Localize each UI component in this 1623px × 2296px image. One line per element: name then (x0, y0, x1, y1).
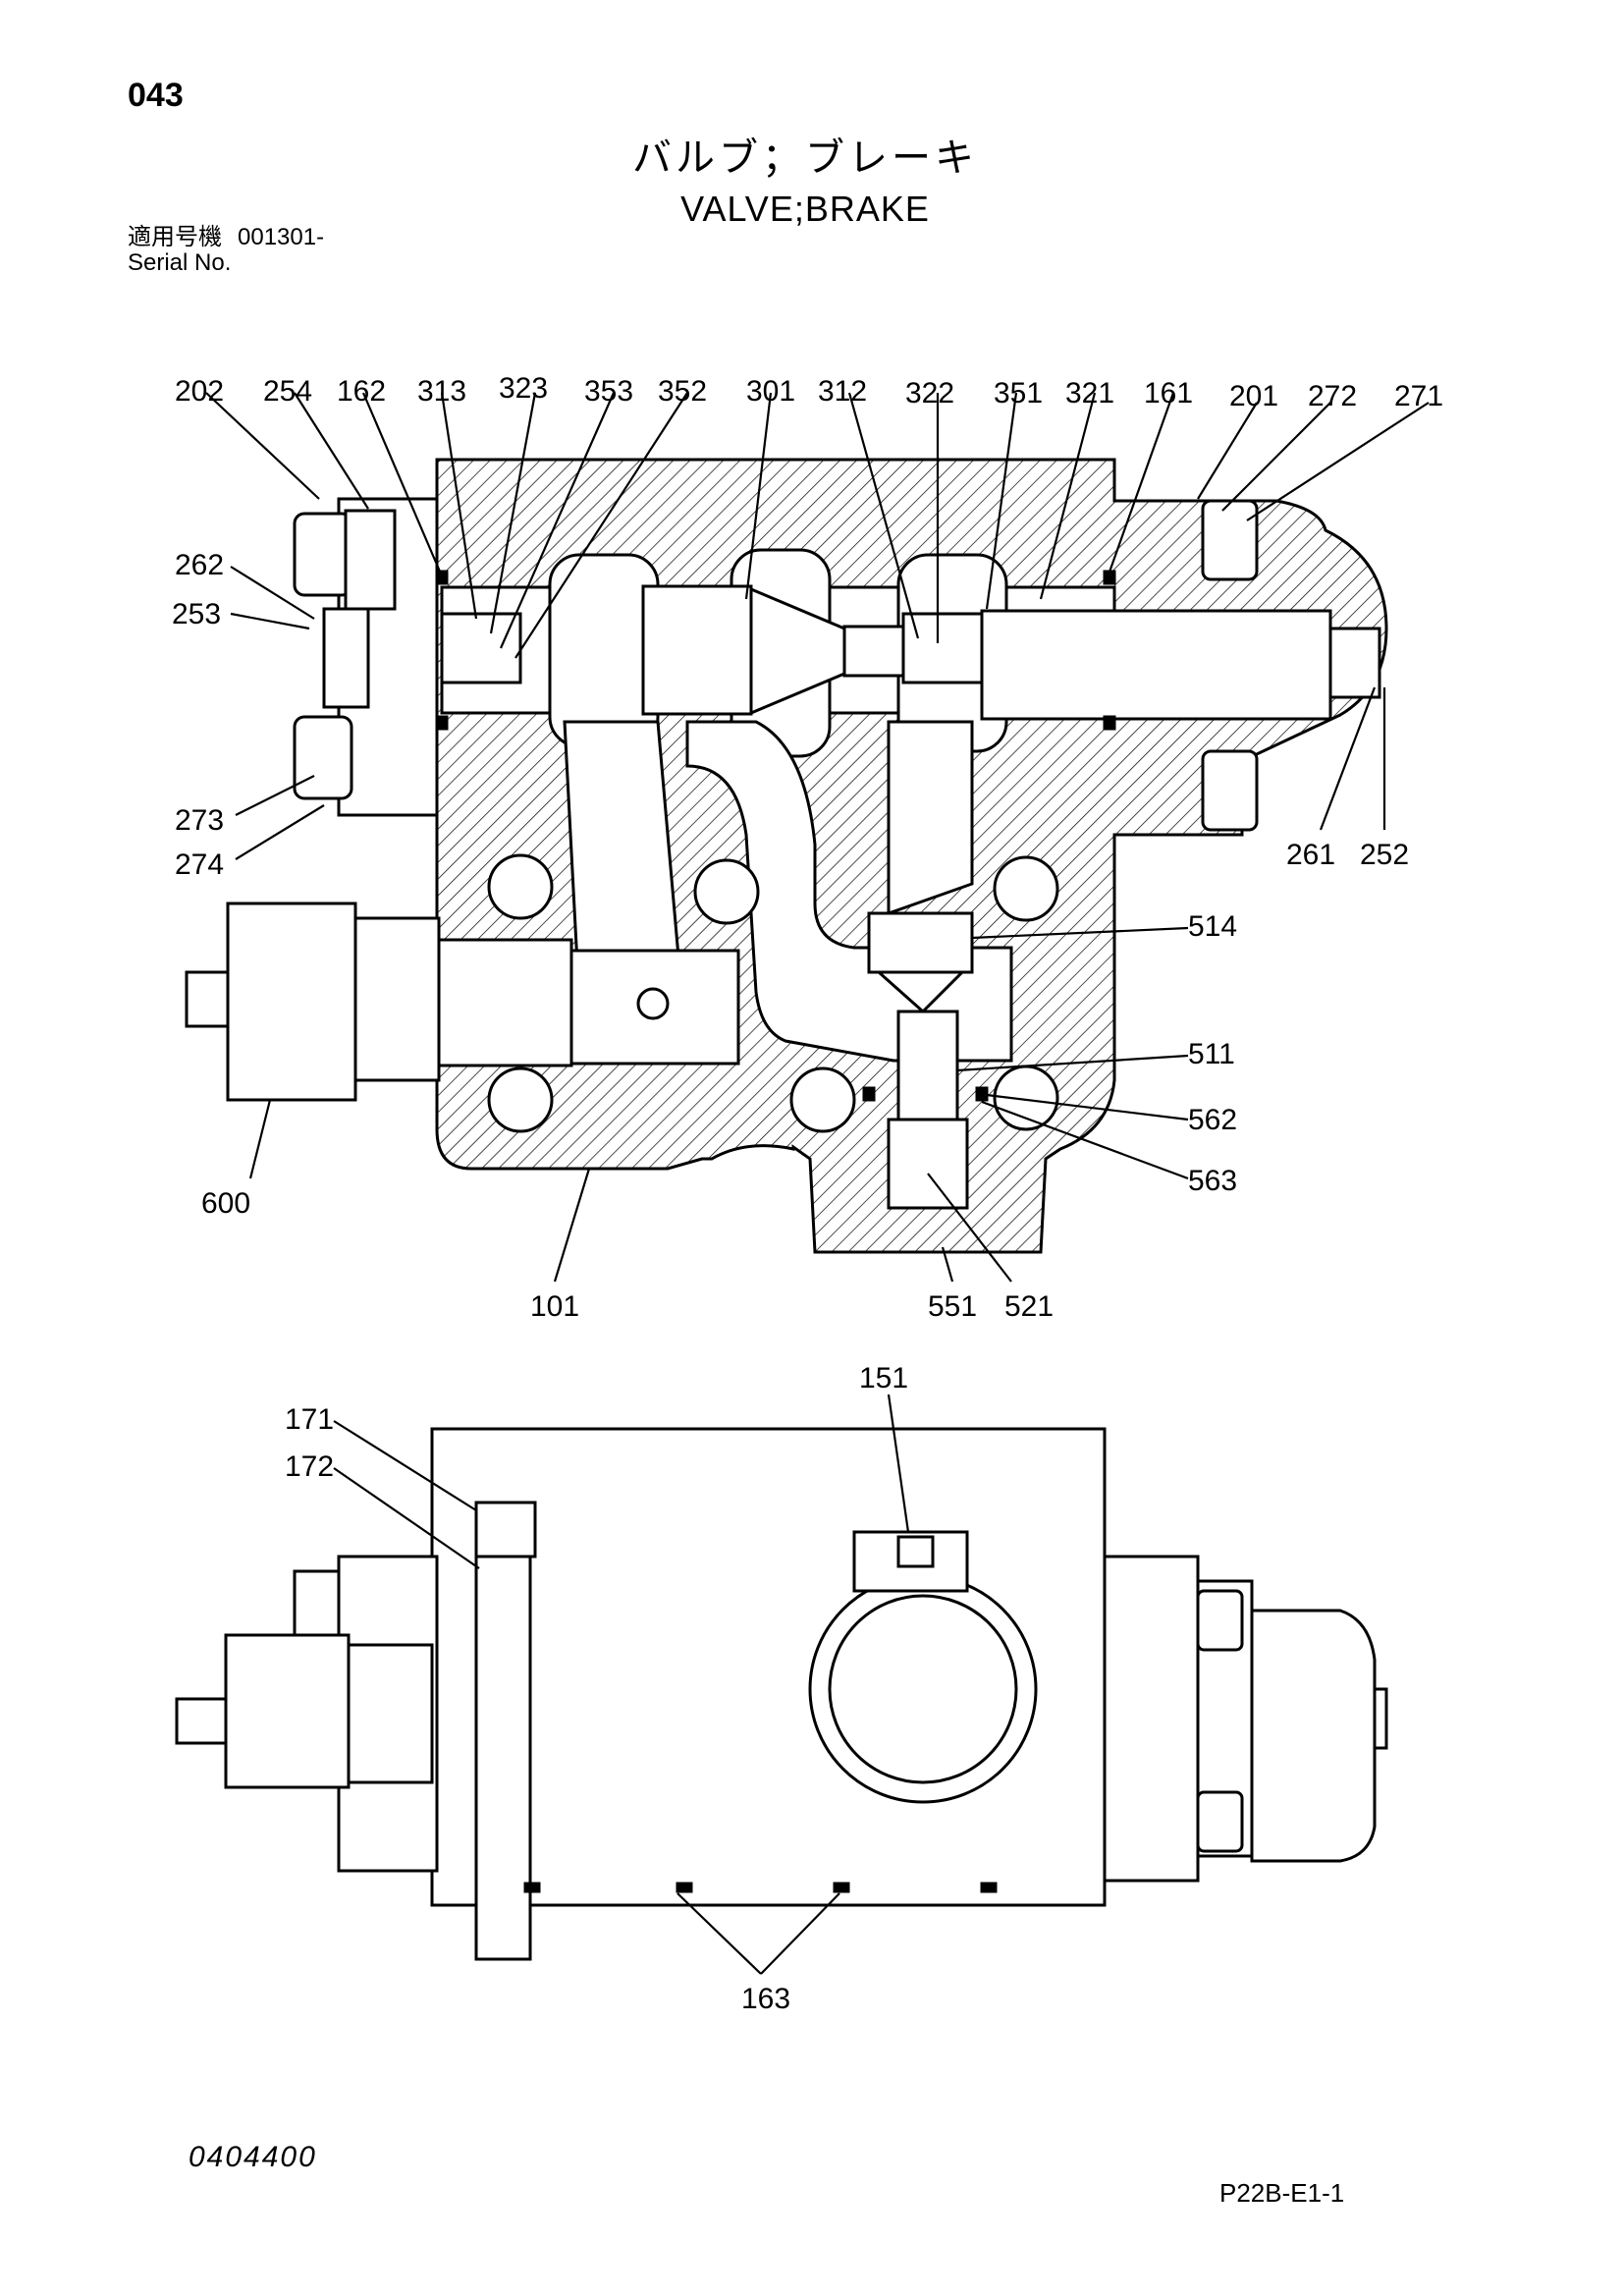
doc-number: 0404400 (189, 2141, 317, 2173)
callout-272: 272 (1308, 380, 1357, 412)
solenoid-external (224, 1633, 351, 1789)
callout-271: 271 (1394, 380, 1443, 412)
callout-273: 273 (175, 804, 224, 837)
callout-551: 551 (928, 1290, 977, 1323)
callout-252: 252 (1360, 839, 1409, 871)
callout-274: 274 (175, 848, 224, 881)
callout-202: 202 (175, 375, 224, 408)
title-english: VALVE;BRAKE (680, 189, 930, 229)
callout-262: 262 (175, 549, 224, 581)
solenoid-body (226, 902, 357, 1102)
callout-312: 312 (818, 375, 867, 408)
title-block: バルブ；ブレーキ VALVE;BRAKE (550, 126, 1060, 230)
check-poppet (867, 911, 974, 974)
right-piston (980, 609, 1332, 721)
callout-172: 172 (285, 1450, 334, 1483)
callout-253: 253 (172, 598, 221, 630)
callout-313: 313 (417, 375, 466, 408)
section-view (185, 458, 1388, 1254)
callout-171: 171 (285, 1403, 334, 1436)
callout-563: 563 (1188, 1165, 1237, 1197)
callouts: 202 254 162 313 323 353 352 301 312 322 … (172, 372, 1443, 2015)
page-ref: P22B-E1-1 (1219, 2178, 1345, 2208)
callout-151: 151 (859, 1362, 908, 1394)
callout-101: 101 (530, 1290, 579, 1323)
callout-562: 562 (1188, 1104, 1237, 1136)
serial-label-japanese: 適用号機 (128, 223, 222, 250)
callout-301: 301 (746, 375, 795, 408)
page-number: 043 (128, 77, 184, 114)
callout-163: 163 (741, 1983, 790, 2015)
callout-514: 514 (1188, 910, 1237, 943)
bolt (474, 1501, 537, 1558)
callout-353: 353 (584, 375, 633, 408)
callout-321: 321 (1065, 377, 1114, 410)
external-view (175, 1427, 1388, 1961)
leader-lines (205, 392, 1430, 1975)
callout-161: 161 (1144, 377, 1193, 410)
callout-201: 201 (1229, 380, 1278, 412)
serial-label-english: Serial No. (128, 249, 232, 276)
spool-body (641, 584, 753, 716)
callout-600: 600 (201, 1187, 250, 1220)
callout-511: 511 (1188, 1038, 1235, 1070)
callout-162: 162 (337, 375, 386, 408)
callout-351: 351 (994, 377, 1043, 410)
callout-323: 323 (499, 372, 548, 405)
callout-322: 322 (905, 377, 954, 410)
callout-521: 521 (1004, 1290, 1054, 1323)
callout-254: 254 (263, 375, 312, 408)
title-japanese: バルブ；ブレーキ (632, 136, 978, 181)
serial-block: 適用号機 001301- Serial No. (128, 224, 324, 276)
serial-value: 001301- (238, 224, 325, 250)
callout-261: 261 (1286, 839, 1335, 871)
callout-352: 352 (658, 375, 707, 408)
